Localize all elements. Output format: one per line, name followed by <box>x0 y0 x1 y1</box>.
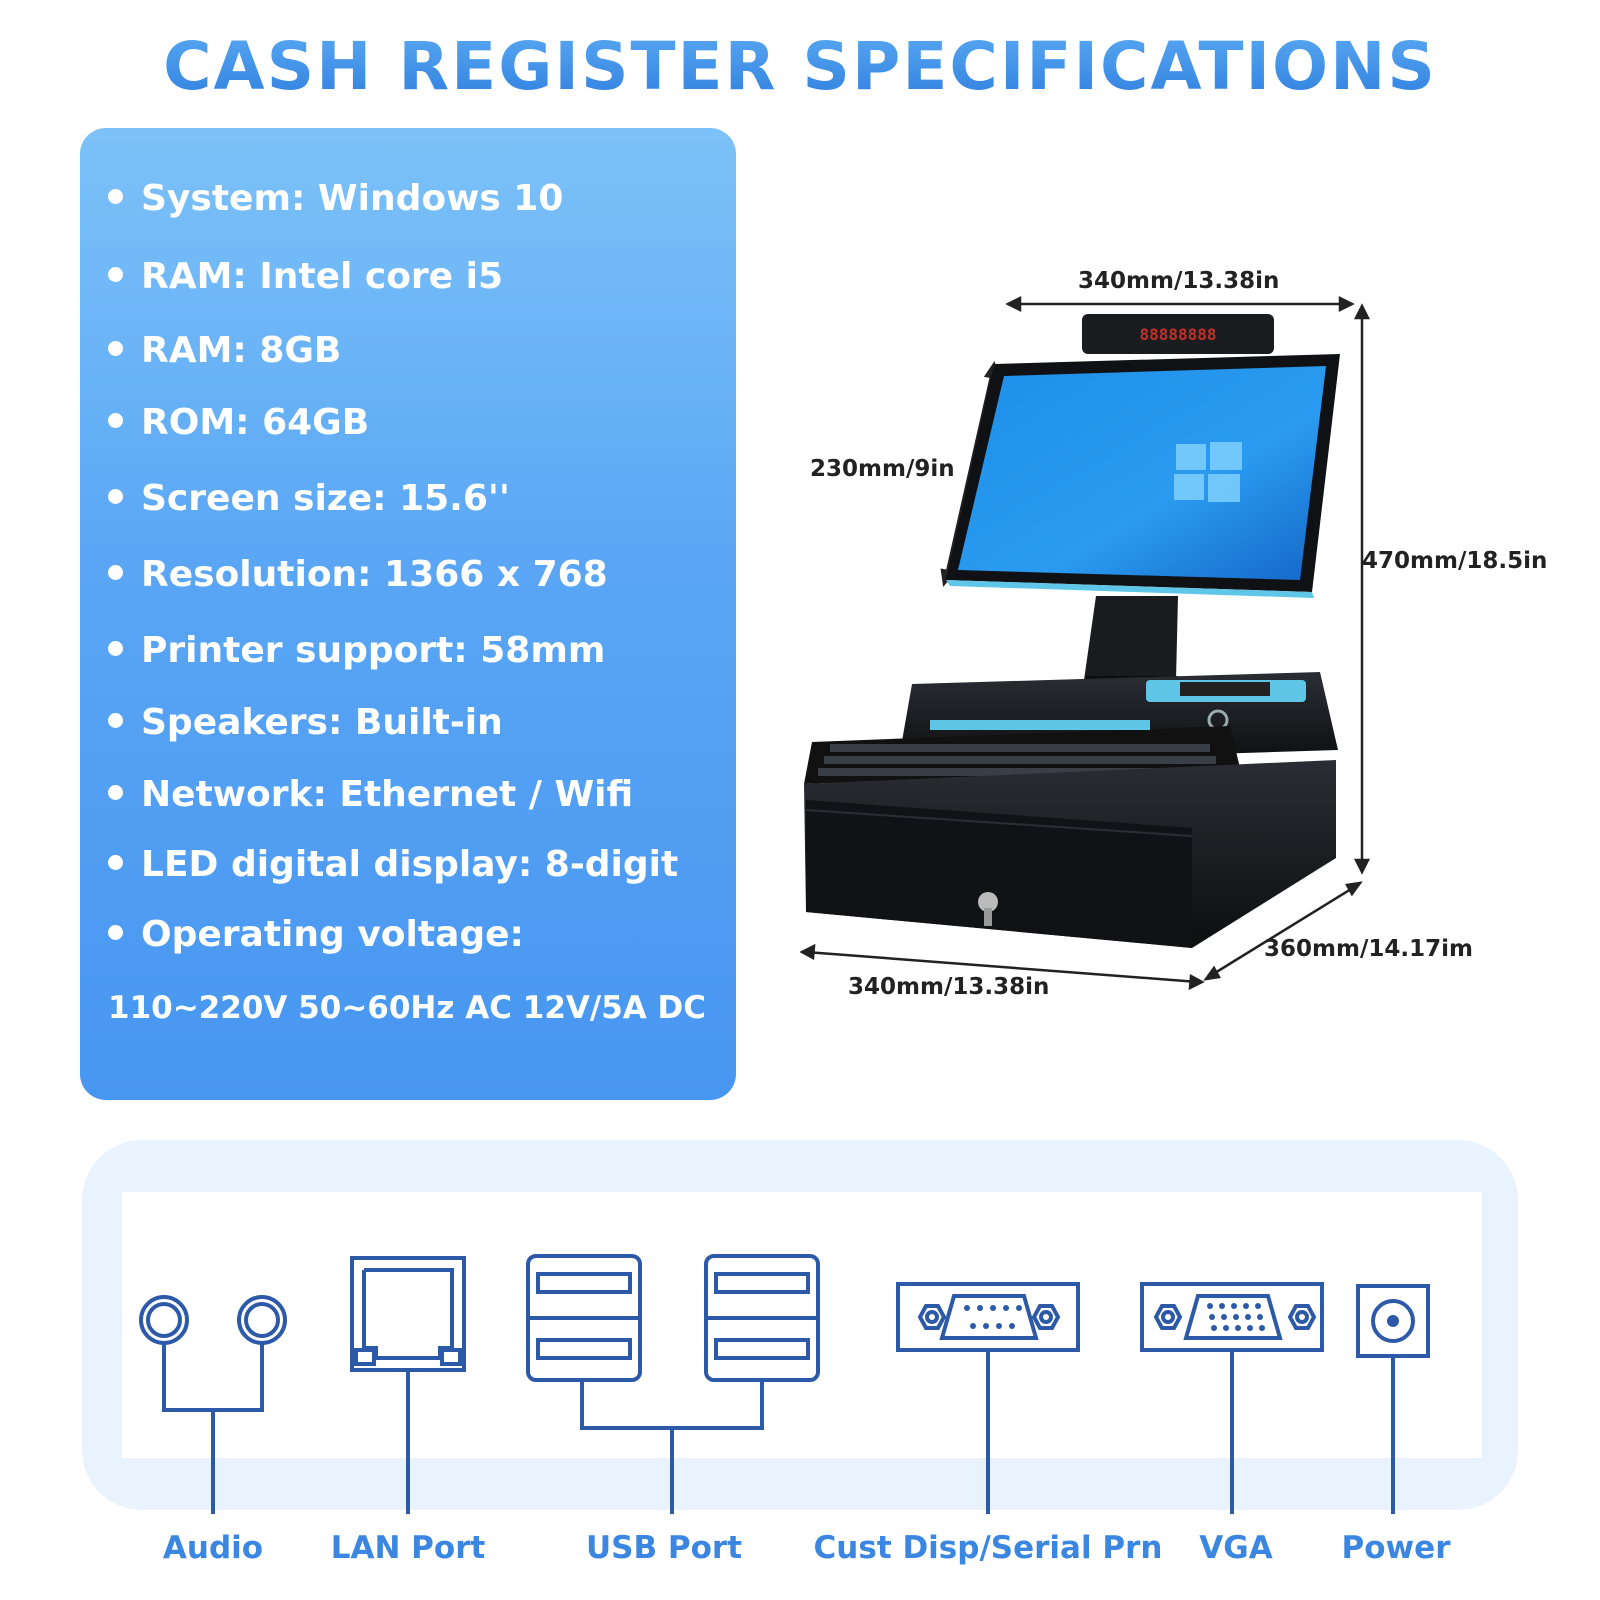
spec-text: RAM: Intel core i5 <box>141 256 504 297</box>
bullet-icon <box>108 854 123 870</box>
spec-text: Screen size: 15.6'' <box>141 478 510 519</box>
spec-item: Operating voltage: <box>108 914 524 955</box>
spec-item: ROM: 64GB <box>108 402 369 443</box>
spec-text: RAM: 8GB <box>141 330 342 371</box>
spec-text: System: Windows 10 <box>141 178 564 219</box>
lan-port-icon <box>350 1256 466 1372</box>
bullet-icon <box>108 340 123 356</box>
spec-text: Network: Ethernet / Wifi <box>141 774 634 815</box>
port-label-usb: USB Port <box>585 1530 743 1566</box>
bullet-icon <box>108 188 123 204</box>
bullet-icon <box>108 266 123 282</box>
spec-item: LED digital display: 8-digit <box>108 844 678 885</box>
dimension-top-width: 340mm/13.38in <box>1078 268 1280 294</box>
power-port-icon <box>1356 1284 1430 1358</box>
port-label-power: Power <box>1341 1530 1451 1566</box>
spec-text: ROM: 64GB <box>141 402 370 443</box>
serial-port-icon <box>896 1282 1080 1352</box>
bullet-icon <box>108 712 123 728</box>
audio-jack-icon <box>139 1295 287 1345</box>
spec-item: System: Windows 10 <box>108 178 563 219</box>
bullet-icon <box>108 784 123 800</box>
bullet-icon <box>108 564 123 580</box>
ports-inner-panel <box>122 1192 1482 1458</box>
spec-text: Operating voltage: <box>141 914 524 955</box>
spec-text: LED digital display: 8-digit <box>141 844 679 885</box>
spec-item: Screen size: 15.6'' <box>108 478 510 519</box>
dimension-depth: 360mm/14.17im <box>1264 936 1473 962</box>
spec-item: Resolution: 1366 x 768 <box>108 554 608 595</box>
specs-panel: System: Windows 10 RAM: Intel core i5 RA… <box>80 128 736 1100</box>
bullet-icon <box>108 924 123 940</box>
page-title: CASH REGISTER SPECIFICATIONS <box>0 28 1600 105</box>
vga-port-icon <box>1140 1282 1324 1352</box>
svg-text:88888888: 88888888 <box>1139 325 1216 344</box>
spec-text: Printer support: 58mm <box>141 630 606 671</box>
spec-item: Network: Ethernet / Wifi <box>108 774 633 815</box>
dimension-total-height: 470mm/18.5in <box>1362 548 1548 574</box>
spec-item: RAM: Intel core i5 <box>108 256 503 297</box>
bullet-icon <box>108 488 123 504</box>
bullet-icon <box>108 640 123 656</box>
spec-item: Speakers: Built-in <box>108 702 503 743</box>
cash-register-illustration: 88888888 <box>800 295 1371 991</box>
spec-text: Resolution: 1366 x 768 <box>141 554 608 595</box>
spec-item: Printer support: 58mm <box>108 630 605 671</box>
dimension-base-width: 340mm/13.38in <box>848 974 1050 1000</box>
dimension-screen-height: 230mm/9in <box>810 456 955 482</box>
voltage-detail: 110~220V 50~60Hz AC 12V/5A DC <box>108 990 707 1026</box>
usb-port-icon <box>526 1254 820 1382</box>
port-label-audio: Audio <box>162 1530 264 1566</box>
spec-item: RAM: 8GB <box>108 330 341 371</box>
bullet-icon <box>108 412 123 428</box>
port-label-serial: Cust Disp/Serial Prn <box>813 1530 1163 1566</box>
ports-diagram <box>139 1254 1430 1514</box>
port-label-lan: LAN Port <box>330 1530 486 1566</box>
port-label-vga: VGA <box>1199 1530 1273 1566</box>
spec-text: Speakers: Built-in <box>141 702 503 743</box>
